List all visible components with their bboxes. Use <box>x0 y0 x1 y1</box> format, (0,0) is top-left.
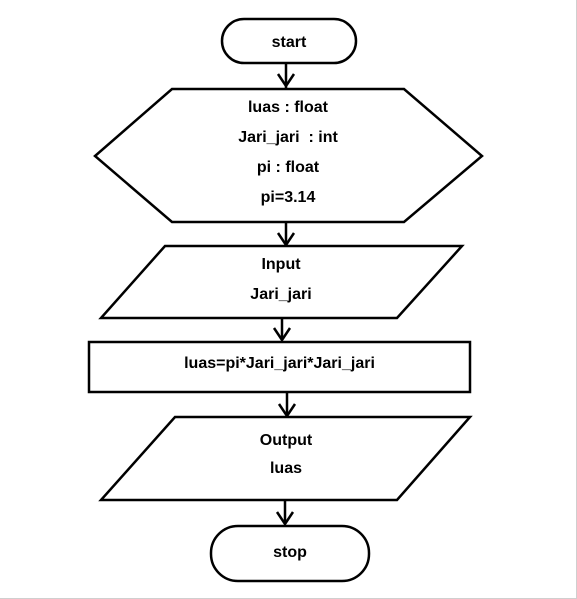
process-label: luas=pi*Jari_jari*Jari_jari <box>184 355 375 372</box>
start-label: start <box>271 34 307 51</box>
input-parallelogram <box>98 244 465 320</box>
process-rectangle <box>87 340 472 394</box>
output-parallelogram <box>98 415 473 502</box>
declarations-hexagon <box>93 87 484 224</box>
output-title: Output <box>259 432 313 449</box>
arrow-output-to-stop <box>275 500 295 527</box>
stop-terminator <box>209 524 371 583</box>
arrow-input-to-process <box>272 318 292 343</box>
declaration-pi-value: pi=3.14 <box>260 189 316 206</box>
input-variable: Jari_jari <box>250 286 312 303</box>
arrow-process-to-output <box>277 392 297 419</box>
start-terminator <box>220 17 358 65</box>
declaration-luas: luas : float <box>247 99 328 116</box>
input-title: Input <box>261 256 301 273</box>
declaration-jari-jari: Jari_jari : int <box>238 129 338 146</box>
declaration-pi: pi : float <box>256 159 320 176</box>
arrow-start-to-declarations <box>276 63 296 89</box>
stop-label: stop <box>273 544 307 561</box>
output-variable: luas <box>269 460 302 477</box>
arrow-declarations-to-input <box>276 222 296 248</box>
